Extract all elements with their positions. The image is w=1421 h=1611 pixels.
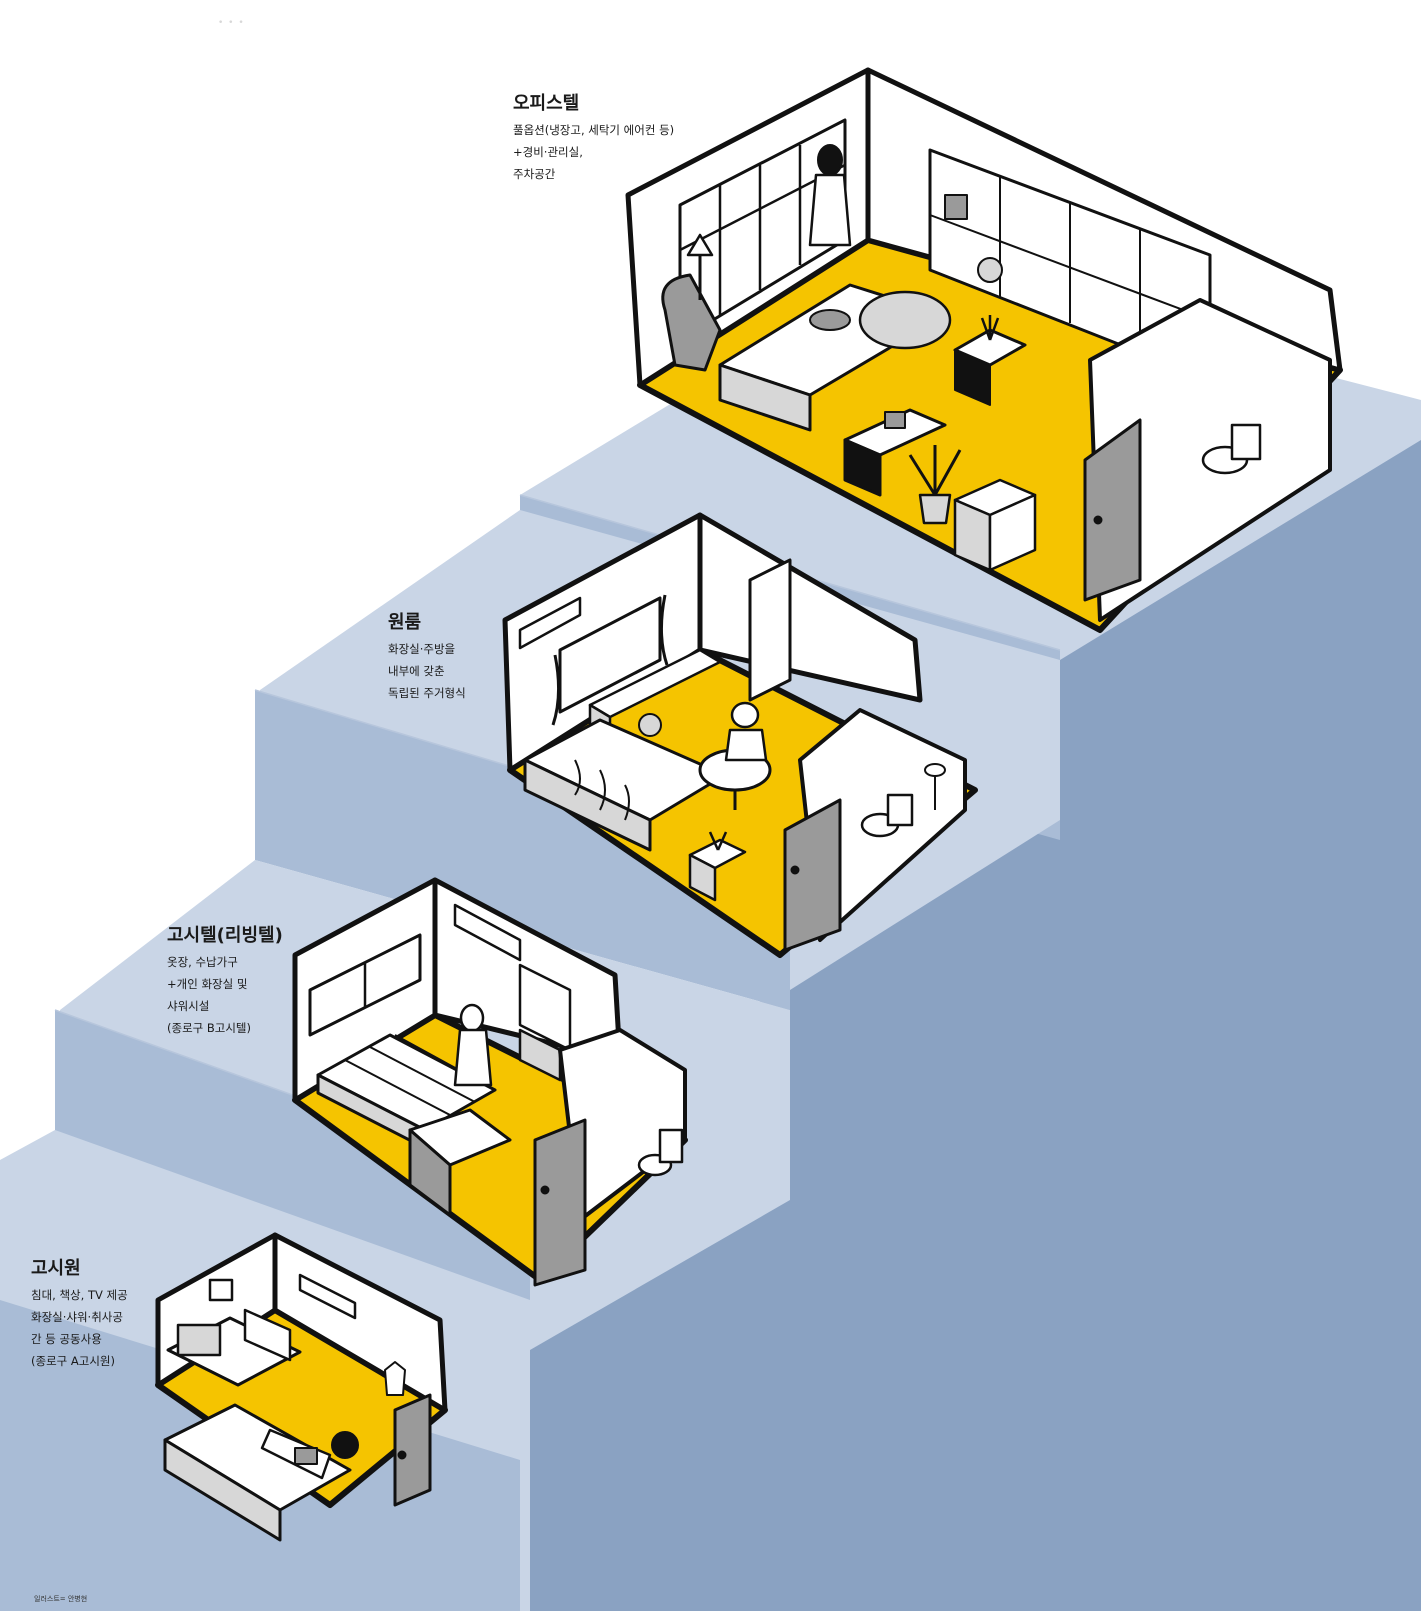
label-officetel-line-3: 주차공간	[513, 167, 556, 181]
label-gosiwon-title: 고시원	[31, 1258, 81, 1279]
illustration-credit: 일러스트= 안병현	[34, 1595, 88, 1603]
label-officetel-title: 오피스텔	[513, 93, 580, 114]
label-gositel-line-4: (종로구 B고시텔)	[167, 1021, 251, 1035]
label-officetel-line-1: 풀옵션(냉장고, 세탁기 에어컨 등)	[513, 123, 675, 137]
label-oneroom-line-1: 화장실·주방을	[388, 642, 456, 656]
label-gosiwon-line-3: 간 등 공동사용	[31, 1332, 102, 1346]
label-gosiwon: 고시원 침대, 책상, TV 제공 화장실·샤워·취사공 간 등 공동사용 (종…	[31, 1258, 128, 1372]
label-gositel-title: 고시텔(리빙텔)	[167, 925, 283, 946]
gositel-room	[292, 877, 688, 1287]
label-oneroom-title: 원룸	[388, 612, 422, 633]
label-gosiwon-line-2: 화장실·샤워·취사공	[31, 1310, 123, 1324]
label-officetel: 오피스텔 풀옵션(냉장고, 세탁기 에어컨 등) +경비·관리실, 주차공간	[513, 93, 674, 185]
label-gositel: 고시텔(리빙텔) 옷장, 수납가구 +개인 화장실 및 샤워시설 (종로구 B고…	[167, 925, 283, 1039]
label-oneroom: 원룸 화장실·주방을 내부에 갖춘 독립된 주거형식	[388, 612, 466, 704]
staircase-side-wall	[520, 420, 1421, 1611]
label-oneroom-line-3: 독립된 주거형식	[388, 686, 466, 700]
label-gositel-line-2: +개인 화장실 및	[167, 977, 248, 991]
label-officetel-line-2: +경비·관리실,	[513, 145, 583, 159]
window-dots: • • •	[218, 18, 245, 28]
gosiwon-right-wall	[272, 1232, 448, 1413]
label-gosiwon-line-1: 침대, 책상, TV 제공	[31, 1288, 128, 1302]
officetel-room	[625, 67, 1343, 633]
label-oneroom-line-2: 내부에 갖춘	[388, 664, 445, 678]
label-gosiwon-line-4: (종로구 A고시원)	[31, 1354, 115, 1368]
step-3-riser	[255, 690, 790, 1010]
label-gositel-line-1: 옷장, 수납가구	[167, 955, 238, 969]
oneroom-room	[502, 512, 978, 958]
label-gositel-line-3: 샤워시설	[167, 999, 210, 1013]
gosiwon-room	[155, 1232, 448, 1542]
